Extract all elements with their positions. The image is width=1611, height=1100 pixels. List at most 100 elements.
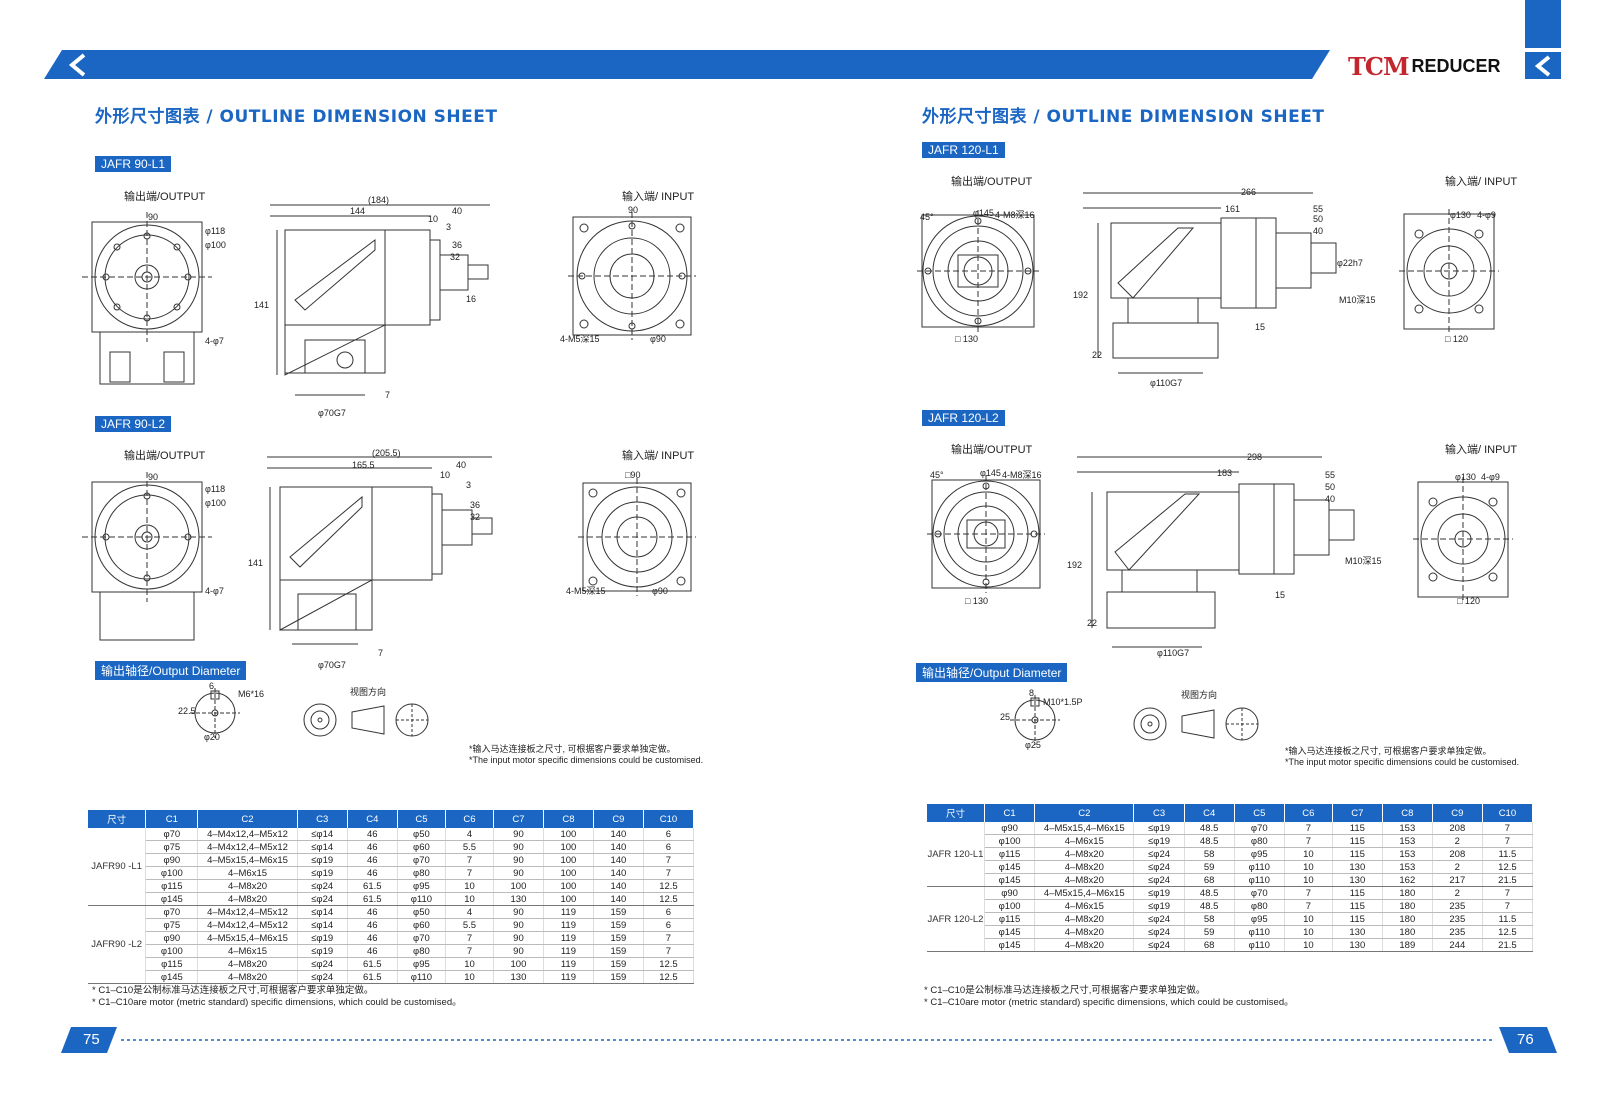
table-cell: 6 bbox=[643, 905, 695, 919]
table-cell: 162 bbox=[1382, 873, 1433, 887]
dim-label: φ130 bbox=[1450, 210, 1471, 220]
table-cell: 100 bbox=[493, 957, 544, 971]
table-cell: 130 bbox=[1332, 925, 1383, 939]
table-header: C5 bbox=[1234, 804, 1285, 822]
table-cell: φ80 bbox=[397, 944, 447, 958]
table-cell: 7 bbox=[643, 853, 695, 867]
table-cell: 115 bbox=[1332, 822, 1383, 835]
dim-label: 7 bbox=[385, 390, 391, 400]
motor-note-cn: *输入马达连接板之尺寸, 可根据客户要求单独定做。 bbox=[1285, 746, 1492, 756]
table-cell: 90 bbox=[493, 828, 544, 841]
dim-label: □ 130 bbox=[955, 334, 978, 344]
shaft-height-label: 25 bbox=[1000, 712, 1011, 722]
table-cell: 4–M6x15 bbox=[1034, 899, 1135, 913]
dim-label: 32 bbox=[470, 512, 481, 522]
table-cell: 100 bbox=[543, 879, 594, 893]
table-cell: 119 bbox=[543, 970, 594, 984]
back-chevron-icon[interactable] bbox=[60, 52, 100, 78]
table-cell: 130 bbox=[493, 892, 544, 906]
brand-logo: TCM REDUCER bbox=[1348, 52, 1501, 81]
table-header: C4 bbox=[1184, 804, 1235, 822]
table-cell: 217 bbox=[1432, 873, 1483, 887]
table-cell: 46 bbox=[347, 866, 398, 880]
table-cell: 153 bbox=[1382, 860, 1433, 874]
table-cell: 61.5 bbox=[347, 892, 398, 906]
table-cell: φ95 bbox=[1234, 847, 1285, 861]
table-cell: 119 bbox=[543, 918, 594, 932]
table-cell: ≤φ24 bbox=[297, 957, 348, 971]
table-cell: φ80 bbox=[1234, 834, 1285, 848]
table-cell: 4–M4x12,4–M5x12 bbox=[197, 905, 298, 919]
shaft-key-label: 8 bbox=[1029, 688, 1035, 698]
table-cell: 244 bbox=[1432, 938, 1483, 952]
foot-note-cn: * C1–C10是公制标准马达连接板之尺寸,可根据客户要求单独定做。 bbox=[924, 985, 1206, 996]
table-cell: 61.5 bbox=[347, 957, 398, 971]
table-cell: 159 bbox=[593, 970, 644, 984]
view-direction-symbol bbox=[1132, 706, 1262, 750]
dim-label: 16 bbox=[466, 294, 477, 304]
dim-label: 192 bbox=[1067, 560, 1083, 570]
table-cell: 130 bbox=[1332, 860, 1383, 874]
output-label: 输出端/OUTPUT bbox=[951, 176, 1033, 188]
table-cell: φ50 bbox=[397, 905, 447, 919]
dimension-table: 尺寸 C1 C2 C3 C4 C5 C6 C7 C8 C9 C10 JAFR 1… bbox=[927, 804, 1534, 952]
table-cell: 115 bbox=[1332, 847, 1383, 861]
dim-label: φ118 bbox=[205, 226, 226, 236]
table-cell: φ95 bbox=[397, 879, 447, 893]
table-cell: 11.5 bbox=[1482, 912, 1534, 926]
table-cell: 140 bbox=[593, 828, 644, 841]
table-cell: 119 bbox=[543, 944, 594, 958]
table-cell: 4–M4x12,4–M5x12 bbox=[197, 828, 298, 841]
table-cell: 10 bbox=[445, 957, 494, 971]
footer-band bbox=[805, 1025, 1565, 1055]
table-cell: 100 bbox=[543, 828, 594, 841]
table-cell: 7 bbox=[1482, 899, 1534, 913]
table-cell: 61.5 bbox=[347, 879, 398, 893]
table-header: 尺寸 bbox=[927, 804, 985, 822]
table-header: C10 bbox=[1482, 804, 1534, 822]
table-cell: 48.5 bbox=[1184, 899, 1235, 913]
table-cell: φ110 bbox=[1234, 938, 1285, 952]
table-cell: 7 bbox=[1284, 822, 1333, 835]
table-cell: 119 bbox=[543, 931, 594, 945]
table-header: C2 bbox=[1034, 804, 1135, 822]
table-header: C3 bbox=[297, 810, 348, 828]
table-cell: 119 bbox=[543, 957, 594, 971]
dim-label: 10 bbox=[440, 470, 451, 480]
dim-label: □90 bbox=[625, 470, 641, 480]
table-cell: 159 bbox=[593, 905, 644, 919]
table-cell: 7 bbox=[1482, 822, 1534, 835]
table-cell: 90 bbox=[493, 866, 544, 880]
table-cell: 6 bbox=[643, 840, 695, 854]
table-cell: 4–M5x15,4–M6x15 bbox=[1034, 886, 1135, 900]
table-cell: 6 bbox=[643, 918, 695, 932]
table-cell: 21.5 bbox=[1482, 873, 1534, 887]
view-direction-symbol bbox=[302, 702, 432, 746]
table-cell: ≤φ24 bbox=[1133, 925, 1185, 939]
dim-label: 40 bbox=[1325, 494, 1336, 504]
table-cell: 4–M8x20 bbox=[1034, 912, 1135, 926]
table-cell: 159 bbox=[593, 944, 644, 958]
table-cell: 7 bbox=[1284, 834, 1333, 848]
dim-label: φ145 bbox=[980, 468, 1001, 478]
page-75: 外形尺寸图表 / OUTLINE DIMENSION SHEET JAFR 90… bbox=[0, 0, 805, 1100]
table-cell: φ115 bbox=[145, 957, 199, 971]
table-cell: 159 bbox=[593, 918, 644, 932]
table-cell: 140 bbox=[593, 866, 644, 880]
table-cell: φ100 bbox=[145, 944, 199, 958]
table-header: C6 bbox=[445, 810, 494, 828]
model-tag: JAFR 120-L2 bbox=[922, 410, 1005, 426]
forward-chevron-icon[interactable] bbox=[1529, 54, 1559, 78]
table-header: C10 bbox=[643, 810, 695, 828]
table-cell: 4–M8x20 bbox=[197, 957, 298, 971]
table-cell: 46 bbox=[347, 828, 398, 841]
dim-label: 4-M8深16 bbox=[1002, 470, 1042, 480]
output-end-view-drawing bbox=[82, 212, 212, 401]
output-end-view-drawing bbox=[82, 472, 212, 651]
dim-label: φ22h7 bbox=[1337, 258, 1363, 268]
